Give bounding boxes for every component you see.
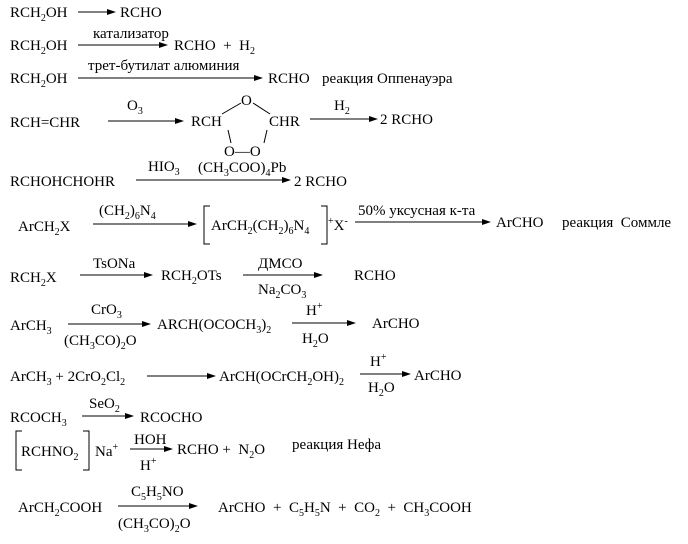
r9-intermediate: ArCH(OCrCH2OH)2 [219, 369, 344, 388]
r6-reagent-above: (CH2)6N4 [99, 203, 156, 222]
r5-reactant: RCHOHCHOHR [10, 174, 115, 190]
r4-ozonide-left: RCH [191, 114, 222, 130]
r8-arrow-1 [68, 321, 151, 327]
r5-reagent-above: HIO3 [148, 159, 180, 178]
r6-reaction-name: реакция Соммле [562, 215, 671, 231]
r7-arrow-1 [80, 272, 153, 278]
r7-intermediate: RCH2OTs [161, 268, 222, 287]
r3-reactant: RCH2OH [10, 71, 68, 90]
r6-product: ArCHO [496, 215, 544, 231]
r6-reactant: ArCH2X [18, 219, 71, 238]
r11-reactant-anion: RCHNO2 [21, 444, 79, 463]
r1-arrow [78, 9, 116, 15]
r3-arrow [78, 75, 263, 81]
r9-reagent-below-2: H2O [368, 380, 395, 399]
r4-product: 2 RCHO [380, 112, 433, 128]
r12-reactant: ArCH2COOH [18, 500, 102, 519]
r6-salt-cation: ArCH2(CH2)6N4 [211, 218, 309, 237]
r8-reactant: ArCH3 [10, 318, 52, 337]
r10-arrow [82, 413, 134, 419]
r9-arrow-2 [360, 371, 411, 377]
r11-arrow [130, 446, 173, 452]
r4-ozonide-ring-bonds [221, 102, 271, 144]
r8-reagent-below-2: H2O [302, 331, 329, 350]
r12-reagent-below: (CH3CO)2O [118, 516, 191, 535]
r4-ring-oxygen-bottom: O—O [224, 144, 261, 160]
r4-arrow-1 [108, 118, 184, 124]
r3-reagent-above: трет-бутилат алюминия [88, 58, 240, 74]
r6-arrow-1 [93, 221, 197, 227]
r2-arrow [78, 42, 168, 48]
r6-arrow-2 [355, 219, 491, 225]
r7-reagent-below-2: Na2CO3 [258, 282, 306, 301]
r7-reactant: RCH2X [10, 270, 57, 289]
r2-product: RCHO + H2 [174, 38, 255, 57]
r8-product: ArCHO [372, 316, 420, 332]
r5-product: 2 RCHO [294, 174, 347, 190]
r1-reactant: RCH2OH [10, 5, 68, 24]
r12-arrow [118, 503, 198, 509]
r5-reagent-below: (CH3COO)4Pb [198, 160, 286, 179]
r10-reactant: RCOCH3 [10, 410, 67, 429]
r12-product: ArCHO + C5H5N + CO2 + CH3COOH [218, 500, 472, 519]
r3-reaction-name: реакция Оппенауэра [322, 71, 453, 87]
r3-product: RCHO [268, 71, 310, 87]
r11-reactant-counterion: Na+ [95, 442, 119, 460]
r8-arrow-2 [292, 320, 356, 326]
r11-reagent-above: HOH [134, 432, 167, 448]
r11-product: RCHO + N2O [177, 442, 265, 461]
r11-reagent-below: H+ [140, 456, 157, 474]
r6-salt-bracket [203, 205, 328, 245]
r4-reagent-above: O3 [127, 98, 143, 117]
r5-arrow [136, 177, 291, 183]
r8-reagent-above: CrO3 [91, 302, 122, 321]
r8-intermediate: ARCH(OCOCH3)2 [157, 317, 271, 336]
r11-salt-bracket [15, 430, 90, 471]
r7-reagent-above-2: ДМСО [258, 256, 303, 272]
r8-reagent-above-2: H+ [306, 301, 323, 319]
r10-reagent-above: SeO2 [89, 396, 120, 415]
r8-reagent-below: (CH3CO)2O [64, 333, 137, 352]
r9-product: ArCHO [414, 368, 462, 384]
r9-arrow-1 [147, 373, 216, 379]
r6-salt-anion: +X- [328, 216, 348, 234]
r11-reaction-name: реакция Нефа [292, 437, 381, 453]
r4-reagent-above-2: H2 [334, 98, 350, 117]
r7-product: RCHO [354, 268, 396, 284]
r4-ring-oxygen-top: O [241, 93, 252, 109]
r4-arrow-2 [310, 116, 378, 122]
r2-reactant: RCH2OH [10, 38, 68, 57]
r4-reactant: RCH=CHR [10, 115, 80, 131]
r9-reagent-above-2: H+ [370, 352, 387, 370]
r12-reagent-above: C5H5NO [131, 484, 184, 503]
r6-reagent-above-2: 50% уксусная к-та [358, 203, 476, 219]
r7-arrow-2 [243, 272, 323, 278]
r2-reagent-above: катализатор [93, 26, 169, 42]
r7-reagent-above: TsONa [93, 256, 136, 272]
r4-ozonide-right: CHR [269, 114, 300, 130]
r1-product: RCHO [120, 5, 162, 21]
r9-reactant: ArCH3 + 2CrO2Cl2 [10, 369, 125, 388]
r10-product: RCOCHO [140, 410, 203, 426]
